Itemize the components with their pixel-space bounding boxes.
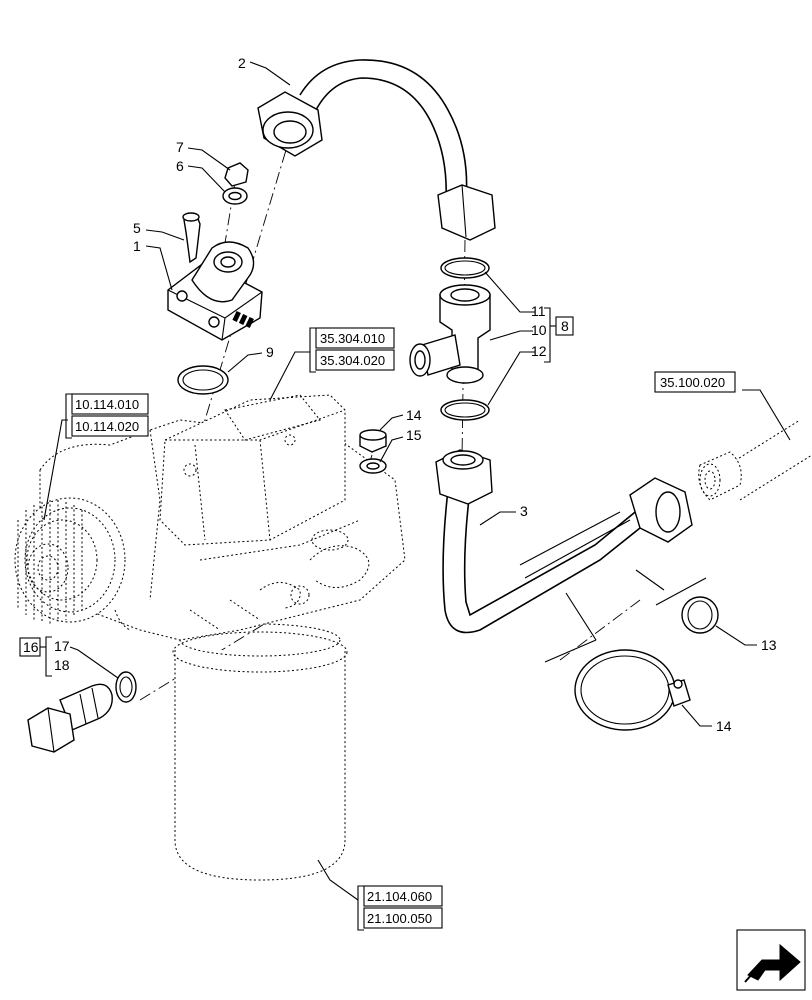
pipe-2-lower-nut bbox=[437, 184, 496, 241]
callout-10: 11 bbox=[531, 303, 546, 319]
plug-6 bbox=[224, 162, 249, 187]
callout-3: 3 bbox=[520, 503, 528, 519]
section-ref-pump: 35.304.010 35.304.020 bbox=[309, 327, 395, 373]
section-ref-35-100-020: 35.100.020 bbox=[660, 375, 725, 390]
section-ref-10-114-020: 10.114.020 bbox=[75, 419, 139, 434]
o-ring-17 bbox=[115, 671, 137, 703]
callout-17: 17 bbox=[54, 638, 70, 654]
cut-lines bbox=[544, 569, 707, 663]
return-arrow-icon[interactable] bbox=[736, 929, 806, 991]
callout-4: 5 bbox=[133, 220, 141, 236]
pipe-3 bbox=[435, 449, 693, 634]
mating-line bbox=[698, 419, 812, 501]
callout-7: 9 bbox=[266, 344, 274, 360]
callout-14: 14 bbox=[406, 407, 422, 423]
pipe-2-upper-nut bbox=[257, 91, 323, 157]
group-bracket-8: 8 bbox=[544, 307, 574, 363]
tee-fitting-9 bbox=[409, 284, 491, 384]
o-ring-10 bbox=[440, 257, 490, 279]
section-ref-35-304-020: 35.304.020 bbox=[320, 353, 385, 368]
sleeve-12 bbox=[681, 596, 719, 634]
group-ref-8: 8 bbox=[561, 318, 569, 334]
o-ring-11 bbox=[440, 399, 490, 421]
pipe-3-upper-nut bbox=[435, 449, 493, 505]
callout-12: 13 bbox=[761, 637, 777, 653]
callout-5: 6 bbox=[176, 158, 184, 174]
pipe-3-right-nut bbox=[629, 477, 693, 543]
section-ref-21-104-060: 21.104.060 bbox=[367, 889, 432, 904]
pipe-2 bbox=[257, 59, 496, 241]
callout-1: 1 bbox=[133, 238, 141, 254]
section-ref-line: 35.100.020 bbox=[654, 371, 736, 393]
section-ref-35-304-010: 35.304.010 bbox=[320, 331, 385, 346]
section-ref-filter: 21.104.060 21.100.050 bbox=[357, 885, 443, 931]
plug-18 bbox=[27, 683, 113, 753]
section-ref-10-114-010: 10.114.010 bbox=[75, 397, 139, 412]
callout-9: 10 bbox=[531, 322, 547, 338]
callout-13: 14 bbox=[716, 718, 732, 734]
oil-filter bbox=[172, 623, 348, 881]
o-ring-7 bbox=[177, 365, 229, 395]
bolt-4 bbox=[182, 212, 201, 264]
section-ref-21-100-050: 21.100.050 bbox=[367, 911, 432, 926]
callout-2: 2 bbox=[238, 55, 246, 71]
clamp-13 bbox=[574, 649, 691, 731]
hydraulic-pump bbox=[159, 394, 346, 546]
plug-14 bbox=[359, 429, 387, 453]
engine-gear bbox=[14, 497, 126, 624]
washer-5 bbox=[222, 187, 248, 205]
callout-6: 7 bbox=[176, 139, 184, 155]
group-ref-16: 16 bbox=[23, 639, 39, 655]
flange-1: ▮▮▮ bbox=[167, 241, 263, 341]
callout-15: 15 bbox=[406, 427, 422, 443]
callout-11: 12 bbox=[531, 343, 547, 359]
washer-15 bbox=[359, 458, 387, 474]
callout-labels: 2 7 6 5 1 9 11 10 12 3 14 15 13 14 17 18 bbox=[54, 55, 777, 734]
callout-18: 18 bbox=[54, 657, 70, 673]
section-ref-engine: 10.114.010 10.114.020 bbox=[65, 393, 149, 439]
group-bracket-16: 16 bbox=[19, 636, 52, 677]
